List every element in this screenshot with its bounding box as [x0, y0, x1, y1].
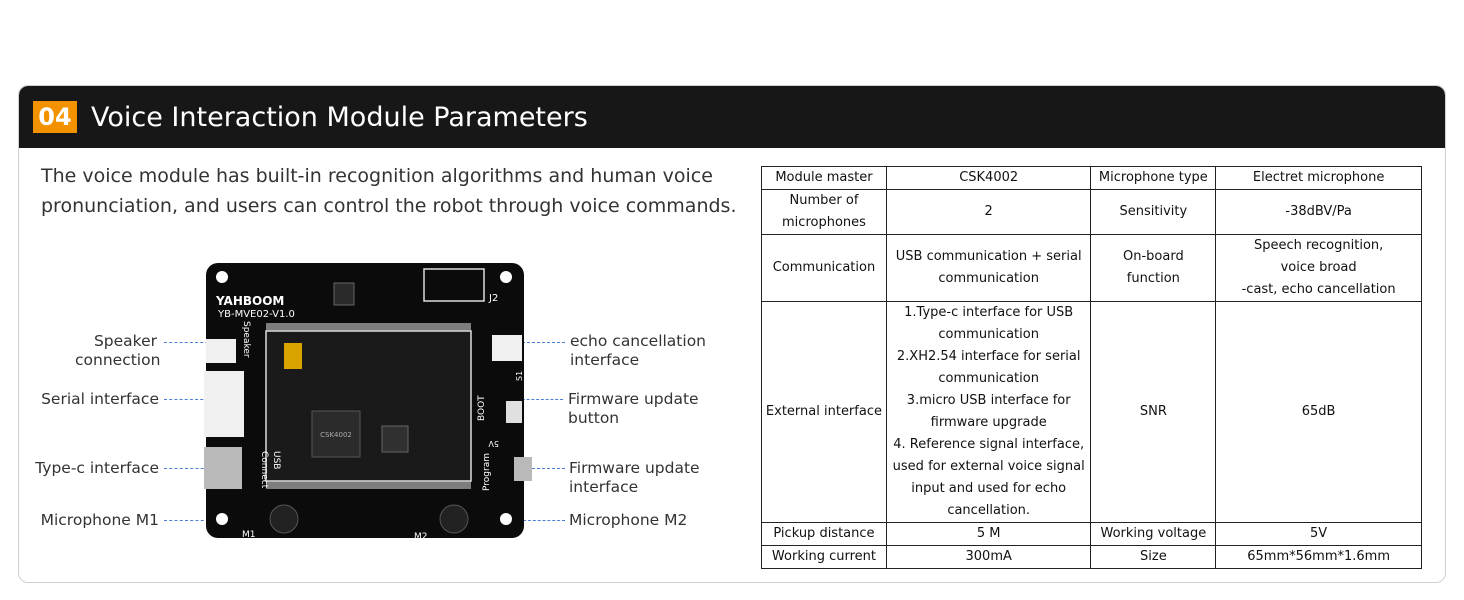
board-speaker-silk: Speaker [241, 321, 251, 358]
table-cell: External interface [761, 301, 887, 523]
cell-line: 4. Reference signal interface, [893, 437, 1085, 452]
table-cell: Speech recognition, voice broad -cast, e… [1215, 234, 1422, 302]
board-m1-silk: M1 [242, 530, 256, 540]
cell-line: 2.XH2.54 interface for serial [896, 349, 1081, 364]
cell-line: -cast, echo cancellation [1241, 282, 1396, 297]
cell-line: 3.micro USB interface for [906, 393, 1071, 408]
label-fw-iface-line1: Firmware update [569, 459, 700, 477]
label-fw-iface-line2: interface [569, 478, 639, 496]
table-cell: Working current [761, 545, 887, 569]
board-m2-silk: M2 [414, 532, 428, 541]
table-cell: 300mA [885, 545, 1092, 569]
board-usb-silk: USB [271, 451, 281, 469]
table-cell: 5V [1215, 522, 1422, 546]
table-cell: Size [1090, 545, 1217, 569]
label-serial-interface: Serial interface [41, 390, 159, 408]
board-connect-silk: Connect [259, 451, 269, 489]
table-cell: CSK4002 [885, 166, 1092, 190]
label-firmware-update-interface: Firmware update interface [569, 459, 700, 497]
label-fw-button-line1: Firmware update [568, 390, 699, 408]
cell-line: firmware upgrade [930, 415, 1047, 430]
label-microphone-m2: Microphone M2 [569, 511, 688, 529]
table-cell: 5 M [885, 522, 1092, 546]
leader-typec [164, 468, 209, 469]
cell-line: Speech recognition, [1253, 238, 1384, 253]
section-header: 04 Voice Interaction Module Parameters [19, 86, 1445, 148]
intro-line-2: pronunciation, and users can control the… [41, 195, 737, 217]
board-s1-silk: S1 [515, 371, 524, 381]
table-row: Number of microphones 2 Sensitivity -38d… [761, 189, 1422, 235]
table-cell: Electret microphone [1215, 166, 1422, 190]
chip-label: CSK4002 [320, 431, 352, 439]
table-cell: USB communication + serial communication [885, 234, 1092, 302]
parameters-table: Module master CSK4002 Microphone type El… [761, 166, 1422, 569]
table-cell: -38dBV/Pa [1215, 189, 1422, 235]
table-cell: 1.Type-c interface for USB communication… [885, 301, 1092, 523]
label-firmware-update-button: Firmware update button [568, 390, 699, 428]
cell-line: microphones [782, 215, 866, 230]
cell-line: USB communication + serial [895, 249, 1082, 264]
table-cell: On-board function [1090, 234, 1217, 302]
cell-line: input and used for echo [911, 481, 1067, 496]
table-cell: Working voltage [1090, 522, 1217, 546]
table-cell: 65dB [1215, 301, 1422, 523]
cell-line: communication [938, 371, 1039, 386]
section-number-badge: 04 [33, 101, 77, 133]
cell-line: communication [938, 327, 1039, 342]
table-cell: Module master [761, 166, 887, 190]
leader-fw-iface [517, 468, 565, 469]
board-j2: J2 [488, 293, 498, 304]
leader-fw-button [517, 399, 563, 400]
table-cell: Communication [761, 234, 887, 302]
board-program-silk: Program [482, 453, 492, 491]
label-speaker-line1: Speaker [93, 332, 157, 350]
table-cell: Pickup distance [761, 522, 887, 546]
table-row: Pickup distance 5 M Working voltage 5V [761, 522, 1422, 546]
cell-line: cancellation. [947, 503, 1031, 518]
label-speaker-connection: Speaker connection [75, 332, 161, 370]
leader-serial [164, 399, 224, 400]
leader-mic2 [489, 520, 565, 521]
cell-line: voice broad [1280, 260, 1357, 275]
board-model: YB-MVE02-V1.0 [217, 309, 295, 320]
leader-mic1 [164, 520, 209, 521]
table-cell: 65mm*56mm*1.6mm [1215, 545, 1422, 569]
board-logo: YAHBOOM [215, 294, 284, 308]
section-title: Voice Interaction Module Parameters [91, 102, 588, 133]
cell-line: 1.Type-c interface for USB [904, 305, 1074, 320]
intro-line-1: The voice module has built-in recognitio… [41, 165, 713, 187]
parameters-card: 04 Voice Interaction Module Parameters T… [18, 85, 1446, 583]
label-fw-button-line2: button [568, 409, 620, 427]
cell-line: used for external voice signal [892, 459, 1085, 474]
cell-line: communication [938, 271, 1039, 286]
leader-speaker [164, 342, 224, 343]
table-cell: Microphone type [1090, 166, 1217, 190]
cell-line: Number of [789, 193, 859, 208]
board-5v-silk: 5V [488, 439, 499, 448]
label-typec-interface: Type-c interface [35, 459, 159, 477]
voice-module-board-image: CSK4002 YAHBOOM YB-MVE02-V1.0 J2 Speaker… [204, 263, 532, 541]
table-row: Communication USB communication + serial… [761, 234, 1422, 302]
label-echo-cancellation: echo cancellation interface [570, 332, 706, 370]
table-row: Module master CSK4002 Microphone type El… [761, 166, 1422, 190]
label-microphone-m1: Microphone M1 [40, 511, 159, 529]
label-speaker-line2: connection [75, 351, 161, 369]
intro-text: The voice module has built-in recognitio… [41, 161, 741, 221]
table-cell: Sensitivity [1090, 189, 1217, 235]
label-echo-line2: interface [570, 351, 640, 369]
table-cell: Number of microphones [761, 189, 887, 235]
board-boot-silk: BOOT [477, 395, 487, 421]
table-row: Working current 300mA Size 65mm*56mm*1.6… [761, 545, 1422, 569]
table-cell: SNR [1090, 301, 1217, 523]
label-echo-line1: echo cancellation [570, 332, 706, 350]
leader-echo [517, 342, 565, 343]
table-cell: 2 [885, 189, 1092, 235]
table-row: External interface 1.Type-c interface fo… [761, 301, 1422, 523]
